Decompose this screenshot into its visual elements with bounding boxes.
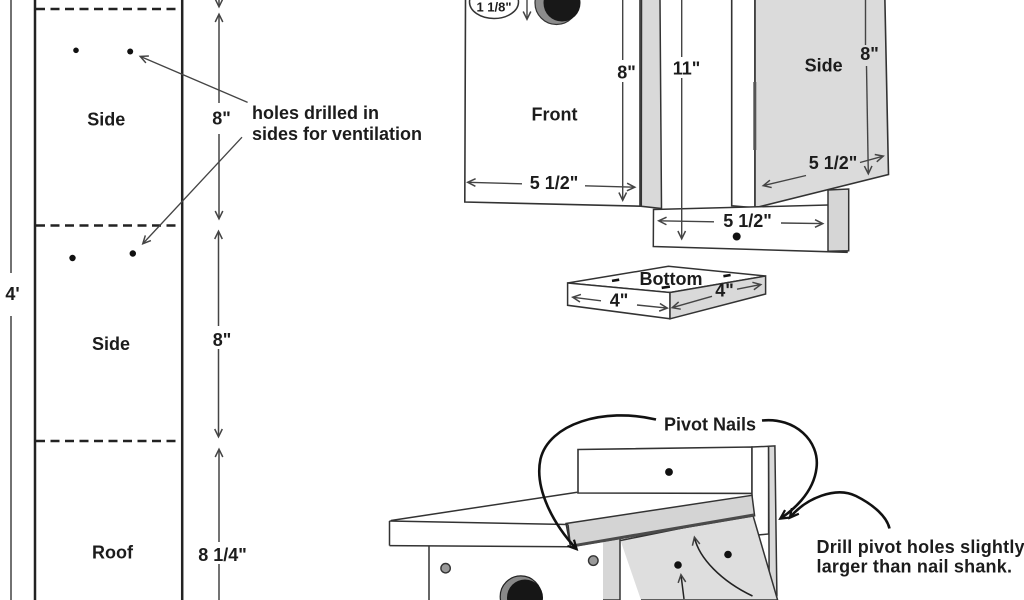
svg-text:8": 8" [213, 330, 232, 350]
svg-text:8 1/4": 8 1/4" [198, 545, 247, 565]
svg-text:larger than nail shank.: larger than nail shank. [817, 557, 1013, 577]
svg-text:4": 4" [610, 291, 629, 311]
svg-text:Pivot Nails: Pivot Nails [664, 415, 756, 435]
svg-text:11": 11" [673, 59, 701, 79]
svg-text:Side: Side [805, 56, 843, 76]
svg-text:5 1/2": 5 1/2" [809, 153, 858, 173]
svg-text:sides for ventilation: sides for ventilation [252, 124, 422, 144]
svg-text:1 1/8": 1 1/8" [476, 0, 511, 15]
svg-text:holes drilled in: holes drilled in [252, 103, 379, 123]
svg-text:4': 4' [5, 284, 19, 304]
svg-text:4": 4" [715, 281, 734, 301]
svg-text:Side: Side [92, 334, 130, 354]
svg-text:Side: Side [87, 110, 125, 130]
svg-text:Front: Front [532, 105, 578, 125]
svg-text:Bottom: Bottom [640, 269, 703, 289]
svg-text:5 1/2": 5 1/2" [723, 211, 772, 231]
svg-text:8": 8" [617, 63, 636, 83]
svg-text:Roof: Roof [92, 543, 134, 563]
svg-text:8": 8" [860, 44, 879, 64]
svg-text:Drill pivot holes slightly: Drill pivot holes slightly [817, 537, 1024, 557]
svg-text:8": 8" [212, 109, 231, 129]
svg-text:5 1/2": 5 1/2" [530, 173, 579, 193]
